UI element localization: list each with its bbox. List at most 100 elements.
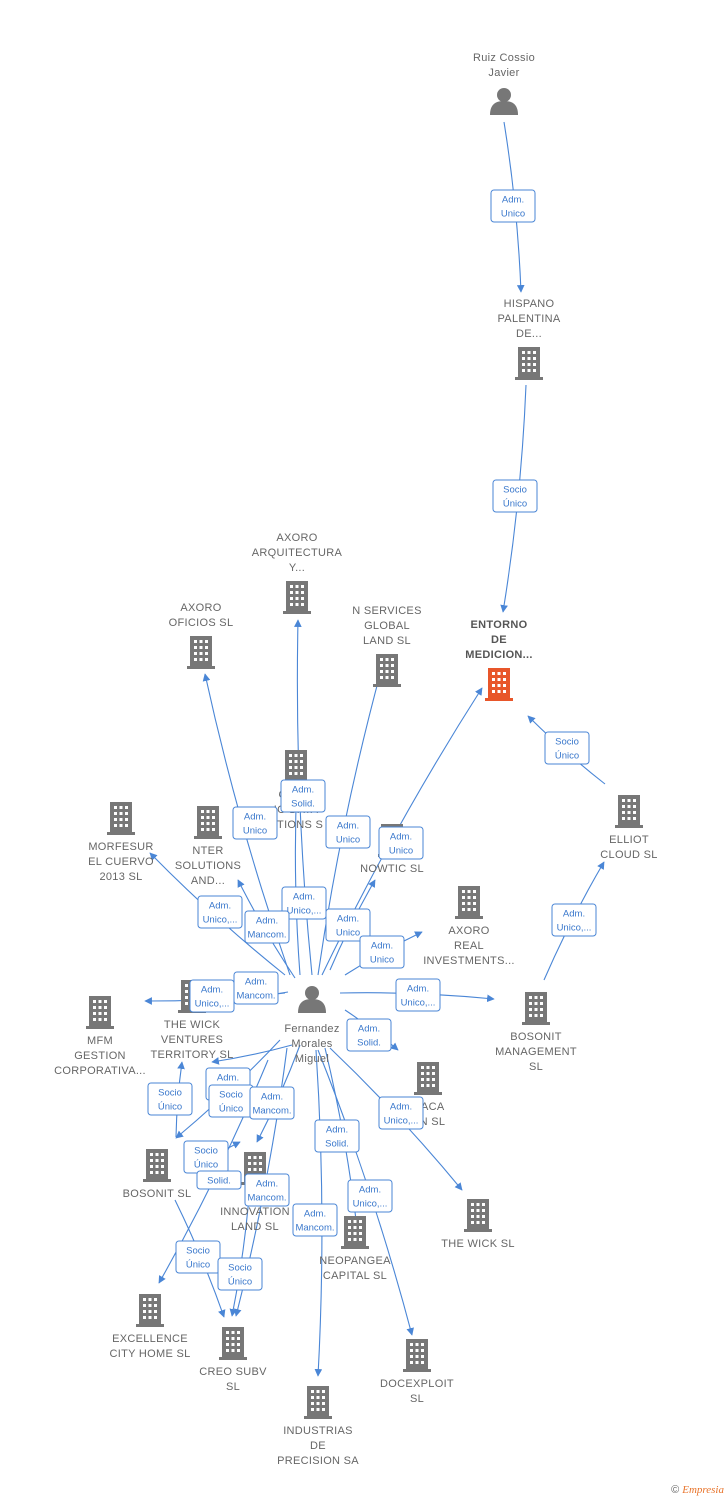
badge-text: Adm. — [201, 985, 223, 996]
relation-badge[interactable]: Adm.Unico,... — [189, 979, 235, 1013]
relation-badge[interactable]: Adm.Unico,... — [551, 903, 597, 937]
person-icon — [298, 986, 326, 1013]
badge-text: Socio — [158, 1088, 182, 1099]
node-label: BOSONIT SL — [123, 1188, 192, 1200]
node-label: MFM — [87, 1035, 113, 1047]
company-node-bosonit[interactable]: BOSONIT SL — [123, 1149, 192, 1200]
relation-badge[interactable]: Solid. — [196, 1170, 242, 1190]
company-node-nowtic[interactable]: NOWTIC SL — [360, 824, 424, 875]
company-node-entorno[interactable]: ENTORNODEMEDICION... — [465, 619, 532, 701]
relation-badge[interactable]: Adm.Mancom. — [233, 971, 279, 1005]
badge-text: Socio — [503, 485, 527, 496]
badge-box — [544, 731, 590, 765]
badge-box — [249, 1086, 295, 1120]
relation-badge[interactable]: Adm.Mancom. — [249, 1086, 295, 1120]
node-label: THE WICK SL — [441, 1238, 515, 1250]
company-node-nter[interactable]: NTERSOLUTIONSAND... — [175, 806, 241, 887]
badge-text: Adm. — [359, 1185, 381, 1196]
relation-badge[interactable]: Adm.Unico — [325, 815, 371, 849]
building-icon — [515, 347, 543, 380]
building-icon — [187, 636, 215, 669]
node-label: INDUSTRIAS — [283, 1425, 353, 1437]
relation-badge[interactable]: Adm.Unico — [490, 189, 536, 223]
badge-text: Adm. — [337, 914, 359, 925]
company-node-axoro_arq[interactable]: AXOROARQUITECTURAY... — [252, 532, 343, 614]
badge-text: Único — [555, 751, 579, 762]
badge-text: Socio — [194, 1146, 218, 1157]
company-node-thewick[interactable]: THE WICK SL — [441, 1199, 515, 1250]
relation-badge[interactable]: Adm.Mancom. — [292, 1203, 338, 1237]
badge-text: Unico — [370, 955, 394, 966]
node-label: CLOUD SL — [600, 849, 657, 861]
building-icon — [414, 1062, 442, 1095]
relation-badge[interactable]: Adm.Solid. — [280, 779, 326, 813]
relation-badge[interactable]: Adm.Mancom. — [244, 1173, 290, 1207]
brand-logo[interactable]: Empresia — [682, 1484, 724, 1496]
node-label: SL — [529, 1061, 543, 1073]
badge-text: Adm. — [245, 977, 267, 988]
relation-badge[interactable]: Adm.Unico — [359, 935, 405, 969]
badge-box — [197, 895, 243, 929]
relation-badge[interactable]: Adm.Unico,... — [378, 1096, 424, 1130]
badge-box — [244, 910, 290, 944]
building-icon — [403, 1339, 431, 1372]
relation-badge[interactable]: Adm.Unico,... — [347, 1179, 393, 1213]
building-icon — [464, 1199, 492, 1232]
badge-text: Adm. — [261, 1092, 283, 1103]
badge-box — [232, 806, 278, 840]
relation-badge[interactable]: Adm.Solid. — [314, 1119, 360, 1153]
node-label: NOWTIC SL — [360, 863, 424, 875]
relation-badge[interactable]: Adm.Solid. — [346, 1018, 392, 1052]
relation-badge[interactable]: Adm.Mancom. — [244, 910, 290, 944]
company-node-axoro_real[interactable]: AXOROREALINVESTMENTS... — [423, 886, 515, 967]
node-label: DE — [491, 634, 507, 646]
badge-box — [280, 779, 326, 813]
badge-text: Unico — [243, 826, 267, 837]
relation-badge[interactable]: Adm.Unico — [378, 826, 424, 860]
relation-badge[interactable]: Adm.Unico — [325, 908, 371, 942]
badge-box — [281, 886, 327, 920]
relation-badge[interactable]: Adm.Unico — [232, 806, 278, 840]
building-icon — [283, 581, 311, 614]
node-label: EXCELLENCE — [112, 1333, 188, 1345]
company-node-mfm[interactable]: MFMGESTIONCORPORATIVA... — [54, 996, 146, 1077]
relation-badge[interactable]: Adm.Unico,... — [281, 886, 327, 920]
badge-box — [378, 1096, 424, 1130]
badge-text: Único — [503, 499, 527, 510]
relation-badge[interactable]: Adm.Unico,... — [197, 895, 243, 929]
node-label: NEOPANGEA — [319, 1255, 391, 1267]
company-node-hispano[interactable]: HISPANOPALENTINADE... — [497, 298, 561, 380]
building-icon — [522, 992, 550, 1025]
badge-box — [233, 971, 279, 1005]
badge-box — [359, 935, 405, 969]
badge-text: Único — [186, 1260, 210, 1271]
badge-box — [217, 1257, 263, 1291]
node-label: MANAGEMENT — [495, 1046, 577, 1058]
badge-text: Adm. — [209, 901, 231, 912]
badge-text: Adm. — [502, 195, 524, 206]
building-icon — [86, 996, 114, 1029]
node-label: ENTORNO — [471, 619, 528, 631]
relation-badge[interactable]: Adm.Unico,... — [395, 978, 441, 1012]
